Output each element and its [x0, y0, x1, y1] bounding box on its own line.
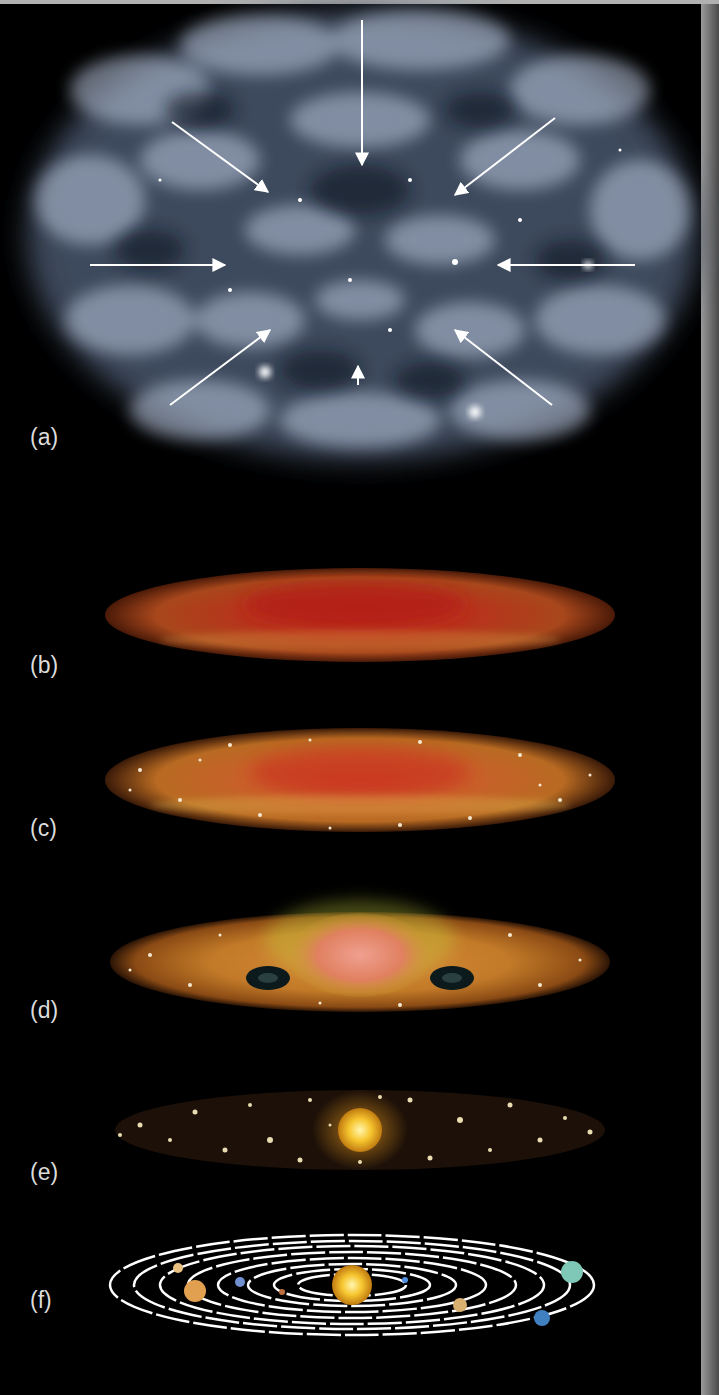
- stage-label-holder: (d): [30, 999, 58, 1022]
- stage-label-holder: (c): [30, 817, 57, 840]
- stage-label-holder: (a): [30, 426, 58, 449]
- stage-label-holder: (b): [30, 654, 58, 677]
- stage-label: (f): [30, 1289, 52, 1312]
- stage-label: (c): [30, 817, 57, 840]
- stage-label-holder: (e): [30, 1161, 58, 1184]
- stage-label: (e): [30, 1161, 58, 1184]
- stage-label: (d): [30, 999, 58, 1022]
- stage-label: (b): [30, 654, 58, 677]
- stage-label: (a): [30, 426, 58, 449]
- stage-label-holder: (f): [30, 1289, 52, 1312]
